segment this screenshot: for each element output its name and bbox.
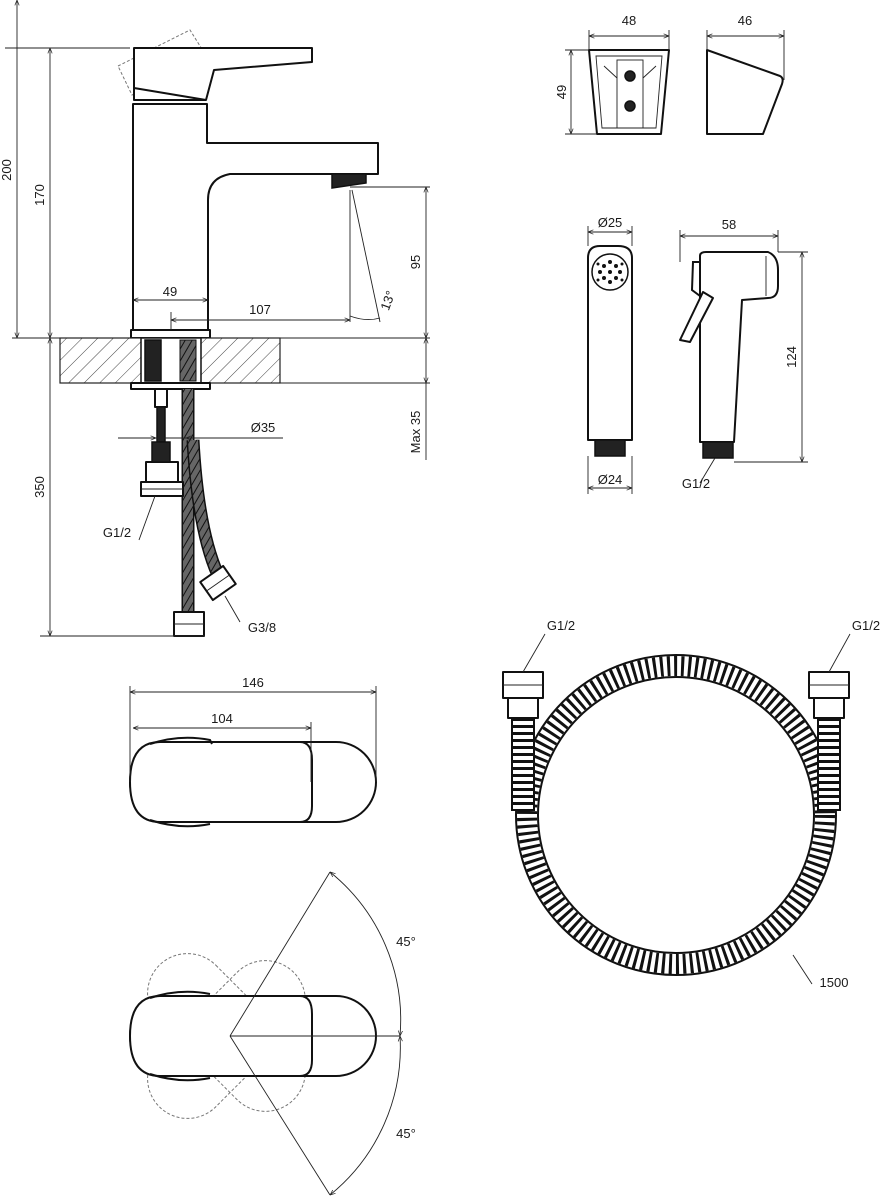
label-thread-g38: G3/8: [248, 620, 276, 635]
faucet-top-view: 146 104: [129, 675, 377, 828]
dim-shower-depth: 58: [722, 217, 736, 232]
aerator: [331, 173, 367, 189]
wall-holder: 48 49 46: [554, 13, 785, 135]
label-shower-thread: G1/2: [682, 476, 710, 491]
dim-holder-width: 48: [622, 13, 636, 28]
dim-hose-length: 350: [32, 476, 47, 498]
rotation-lever: [129, 995, 313, 1077]
faucet-side-view: 200 170 350 95 Max 35 13° 49 107: [0, 0, 430, 637]
dim-spout-reach: 107: [249, 302, 271, 317]
dim-lever-height: 170: [32, 184, 47, 206]
label-hose-thread-left: G1/2: [547, 618, 575, 633]
top-lever: [129, 741, 313, 823]
dim-hole-diameter: Ø35: [251, 420, 276, 435]
dim-angle-up: 45°: [396, 934, 416, 949]
faucet-body: [132, 103, 379, 331]
label-hose-thread-right: G1/2: [852, 618, 880, 633]
dim-overall-height: 200: [0, 159, 14, 181]
shower-side: [699, 251, 779, 443]
dim-head-diameter: Ø25: [598, 215, 623, 230]
lever: [133, 47, 313, 101]
shower-front: [587, 245, 633, 441]
dim-spout-angle: 13°: [377, 289, 398, 313]
lever-rotation-view: 45° 45°: [129, 872, 416, 1195]
holder-side: [706, 49, 784, 135]
faucet-base: [130, 329, 211, 339]
dim-total-length: 146: [242, 675, 264, 690]
dim-body-width: 49: [163, 284, 177, 299]
mount-nut: [130, 382, 211, 390]
g12-nut: [145, 461, 179, 485]
dim-shower-length: 124: [784, 346, 799, 368]
hose-coil-outer: [515, 654, 837, 976]
dim-holder-height: 49: [554, 85, 569, 99]
spray-nozzles: [596, 260, 624, 284]
dim-max-counter: Max 35: [408, 411, 423, 454]
dim-base-diameter: Ø24: [598, 472, 623, 487]
flex-hose: G1/2 G1/2 1500: [502, 618, 880, 990]
shower-trigger: [679, 291, 714, 343]
dim-spout-height: 95: [408, 255, 423, 269]
dim-hose-length: 1500: [820, 975, 849, 990]
dim-lever-length: 104: [211, 711, 233, 726]
hand-shower: Ø25 Ø24 58 124 G1/2: [587, 215, 808, 494]
dim-holder-depth: 46: [738, 13, 752, 28]
dim-angle-down: 45°: [396, 1126, 416, 1141]
label-thread-g12: G1/2: [103, 525, 131, 540]
hose-coil: [517, 656, 835, 974]
